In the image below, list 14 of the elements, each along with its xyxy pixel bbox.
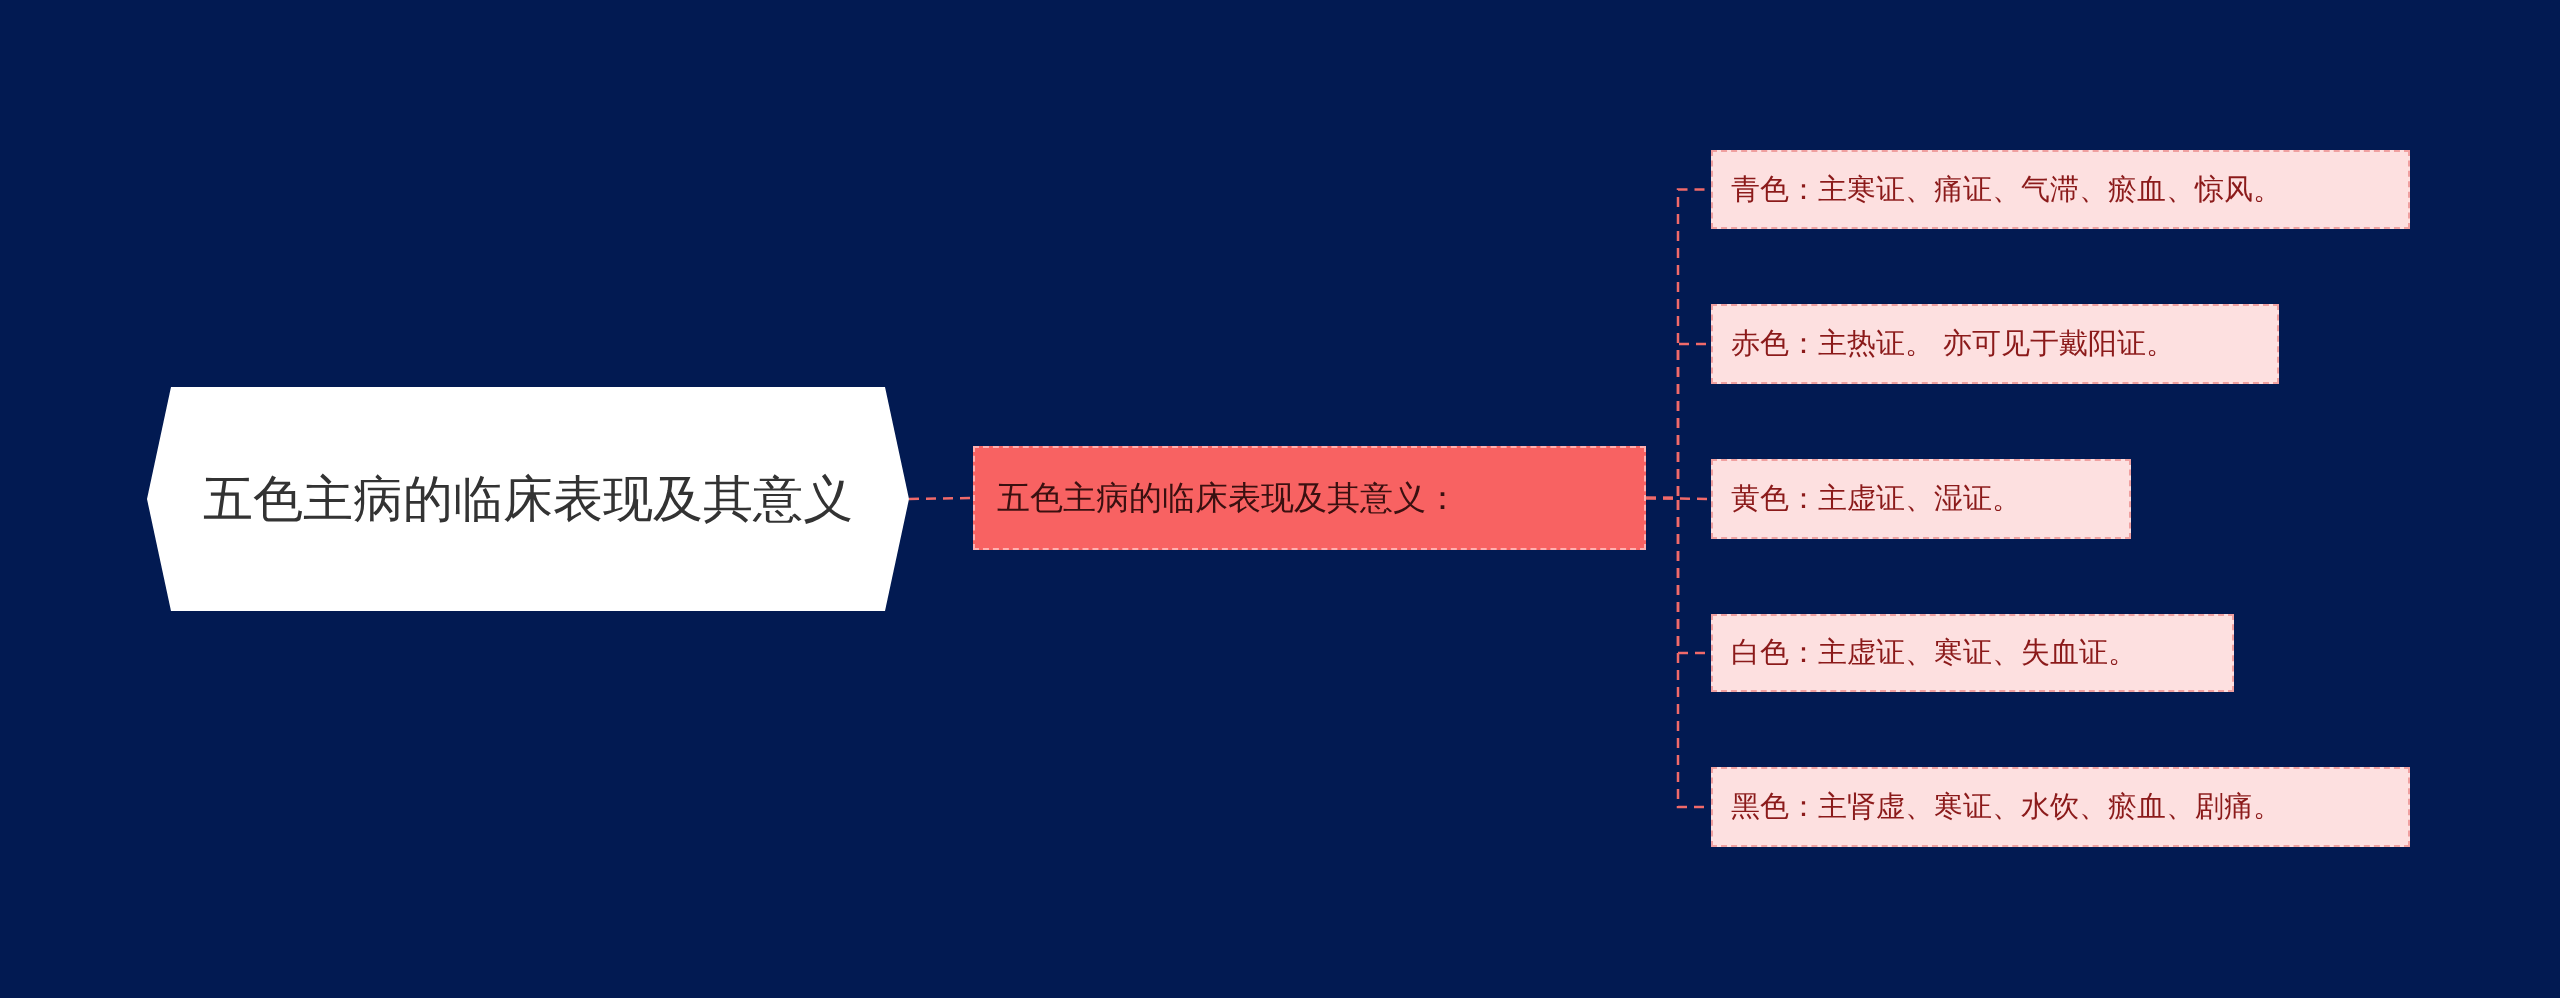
node-text: 白色：主虚证、寒证、失血证。 [1731, 634, 2137, 672]
leaf-box [1711, 150, 2410, 229]
hexagon-node [147, 387, 909, 611]
node-text: 黑色：主肾虚、寒证、水饮、瘀血、剧痛。 [1731, 788, 2282, 826]
leaf-box [1711, 767, 2410, 847]
leaf-box [1711, 614, 2234, 692]
node-text: 青色：主寒证、痛证、气滞、瘀血、惊风。 [1731, 170, 2282, 208]
leaf-box [1711, 459, 2131, 539]
node-text: 五色主病的临床表现及其意义： [997, 477, 1459, 520]
node-text: 赤色：主热证。 亦可见于戴阳证。 [1731, 325, 2176, 363]
node-text: 黄色：主虚证、湿证。 [1731, 480, 2021, 518]
leaf-box [1711, 304, 2279, 384]
topic-box [973, 446, 1646, 550]
node-text: 五色主病的临床表现及其意义 [203, 468, 853, 530]
